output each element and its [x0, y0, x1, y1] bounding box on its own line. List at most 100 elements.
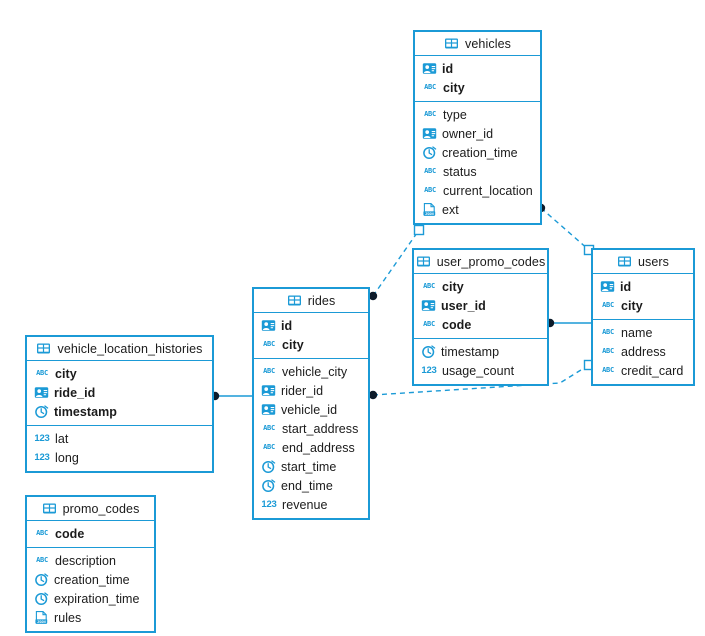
relationship-line — [540, 207, 590, 251]
id-card-icon — [34, 385, 49, 400]
abc-icon: ABC — [602, 301, 614, 309]
entity-header-vehicle_location_histories[interactable]: vehicle_location_histories — [27, 337, 212, 361]
column-row[interactable]: vehicle_id — [254, 400, 368, 419]
table-icon — [416, 254, 431, 269]
column-name: rules — [54, 610, 82, 625]
number-icon: 123 — [34, 433, 50, 444]
column-row[interactable]: timestamp — [414, 342, 547, 361]
column-row[interactable]: user_id — [414, 296, 547, 315]
column-row[interactable]: expiration_time — [27, 589, 154, 608]
column-name: end_time — [281, 478, 333, 493]
column-row[interactable]: JSON rules — [27, 608, 154, 627]
column-name: code — [442, 317, 472, 332]
table-icon — [42, 501, 57, 516]
abc-icon: ABC — [602, 328, 614, 336]
column-name: end_address — [282, 440, 355, 455]
column-row[interactable]: end_time — [254, 476, 368, 495]
column-row[interactable]: creation_time — [415, 143, 540, 162]
column-row[interactable]: start_time — [254, 457, 368, 476]
column-name: vehicle_city — [282, 364, 348, 379]
id-card-icon — [421, 298, 436, 313]
entity-header-vehicles[interactable]: vehicles — [415, 32, 540, 56]
abc-icon: ABC — [424, 110, 436, 118]
abc-icon: ABC — [423, 320, 435, 328]
svg-text:JSON: JSON — [425, 212, 434, 216]
id-card-icon — [261, 318, 276, 333]
svg-text:JSON: JSON — [37, 620, 46, 624]
entity-title: rides — [307, 293, 336, 308]
column-name: description — [55, 553, 116, 568]
column-name: id — [281, 318, 293, 333]
column-row[interactable]: rider_id — [254, 381, 368, 400]
column-row[interactable]: ABC code — [414, 315, 547, 334]
abc-icon: ABC — [263, 340, 275, 348]
number-icon: 123 — [421, 365, 437, 376]
abc-icon: ABC — [423, 282, 435, 290]
column-name: user_id — [441, 298, 486, 313]
clock-icon — [422, 145, 437, 160]
column-name: ext — [442, 202, 459, 217]
abc-icon: ABC — [36, 556, 48, 564]
abc-icon: ABC — [424, 83, 436, 91]
relationship-source-dot — [368, 291, 378, 301]
relationship-upc-users[interactable] — [545, 318, 591, 328]
column-row[interactable]: id — [254, 316, 368, 335]
clock-icon — [34, 572, 49, 587]
column-row[interactable]: id — [593, 277, 693, 296]
column-row[interactable]: creation_time — [27, 570, 154, 589]
entity-header-user_promo_codes[interactable]: user_promo_codes — [414, 250, 547, 274]
column-name: lat — [55, 431, 69, 446]
abc-icon: ABC — [263, 424, 275, 432]
entity-header-promo_codes[interactable]: promo_codes — [27, 497, 154, 521]
clock-icon — [421, 344, 436, 359]
number-icon: 123 — [261, 499, 277, 510]
abc-icon: ABC — [36, 529, 48, 537]
column-name: type — [443, 107, 467, 122]
entity-header-users[interactable]: users — [593, 250, 693, 274]
column-row[interactable]: JSON ext — [415, 200, 540, 219]
entity-title: promo_codes — [62, 501, 140, 516]
relationship-vehicles-users[interactable] — [536, 203, 595, 256]
entity-title: users — [637, 254, 670, 269]
entity-header-rides[interactable]: rides — [254, 289, 368, 313]
table-icon — [617, 254, 632, 269]
column-name: start_time — [281, 459, 337, 474]
column-row[interactable]: ABC description — [27, 551, 154, 570]
column-row[interactable]: ride_id — [27, 383, 212, 402]
column-row[interactable]: 123 lat — [27, 429, 212, 448]
column-row[interactable]: timestamp — [27, 402, 212, 421]
column-name: code — [55, 526, 85, 541]
entity-title: user_promo_codes — [436, 254, 546, 269]
relationship-vlh-rides[interactable] — [210, 391, 252, 401]
column-row[interactable]: ABC type — [415, 105, 540, 124]
column-row[interactable]: owner_id — [415, 124, 540, 143]
column-name: vehicle_id — [281, 402, 338, 417]
column-name: address — [621, 344, 666, 359]
column-row[interactable]: ABC code — [27, 524, 154, 543]
column-row[interactable]: id — [415, 59, 540, 78]
